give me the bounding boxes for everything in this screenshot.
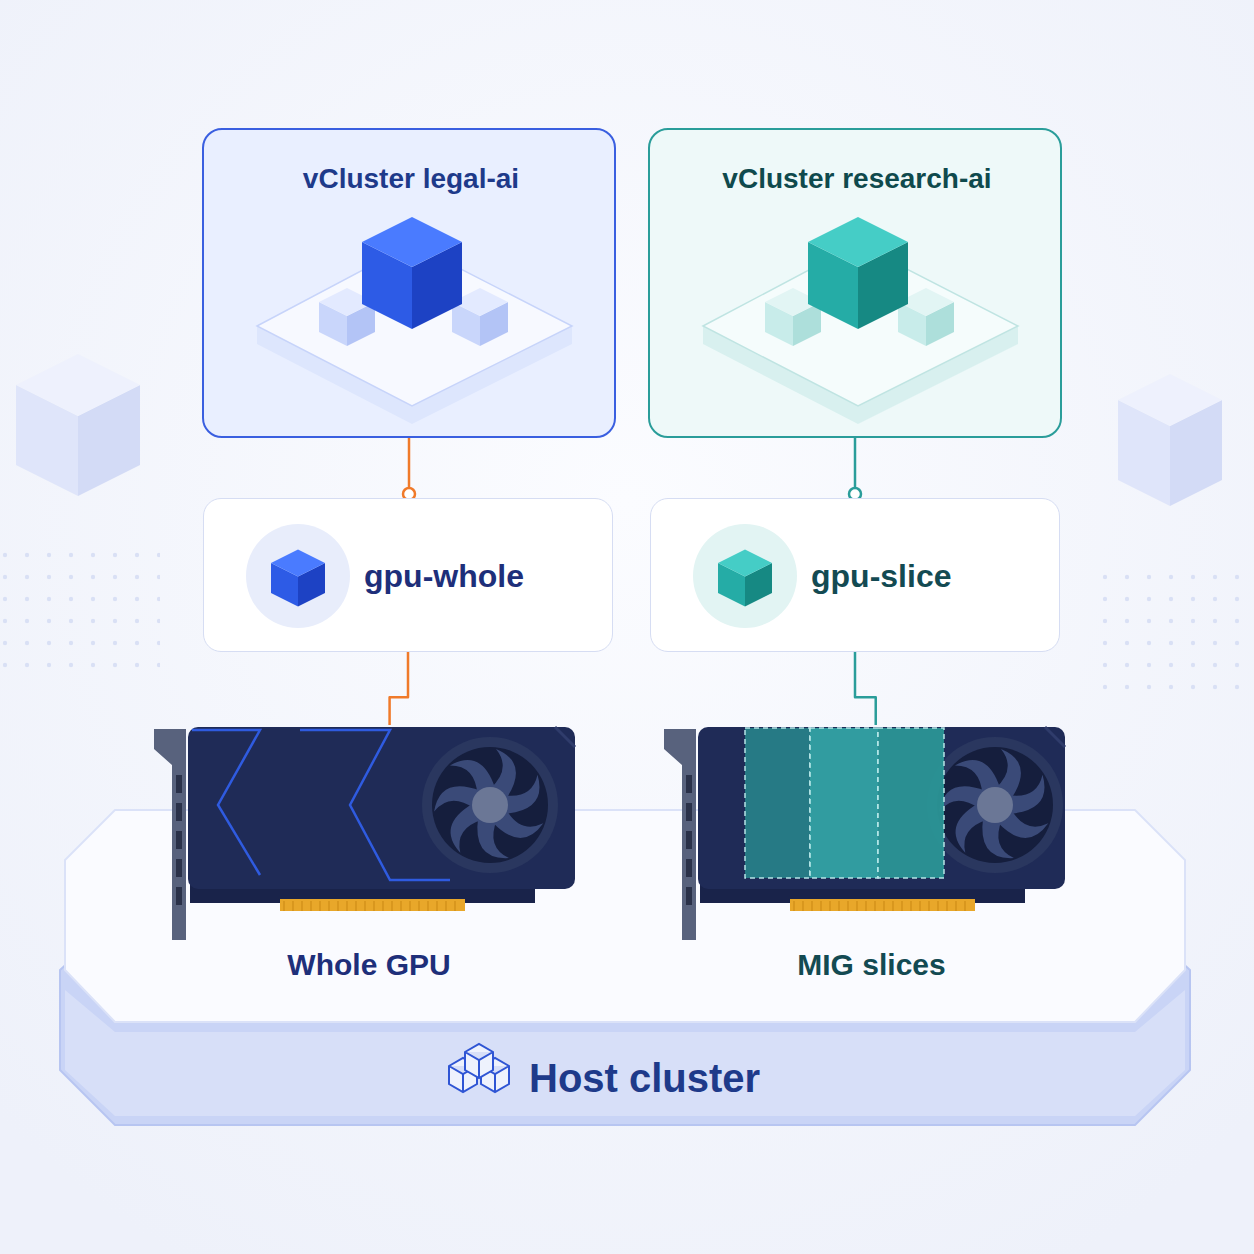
- node-label: Host cluster: [529, 1054, 957, 1102]
- cube-face: [718, 550, 772, 577]
- cube-face: [271, 550, 325, 577]
- icon-disc: [246, 524, 350, 628]
- gold-fingers: [790, 899, 975, 911]
- gpu-card: Whole GPU: [150, 725, 588, 990]
- node-label: vCluster research-ai: [650, 162, 1064, 196]
- connector: [390, 652, 408, 725]
- text-slot: vCluster legal-ai: [204, 162, 618, 196]
- decor-cube: [16, 354, 140, 496]
- gpu-shroud: [698, 727, 1065, 889]
- text-slot: gpu-slice: [811, 499, 1051, 653]
- icon-disc: [693, 524, 797, 628]
- cube-face: [1118, 374, 1222, 426]
- mig-slice: [745, 728, 810, 878]
- gpu-fan: [422, 737, 558, 873]
- gpu-bracket: [664, 729, 696, 940]
- host-platform: Host cluster Whole GPU MIG slices: [55, 800, 1195, 1130]
- gold-fingers: [280, 899, 465, 911]
- connector-group: [855, 652, 876, 725]
- gpu-shroud: [188, 727, 575, 889]
- text-slot: Whole GPU: [150, 947, 588, 983]
- connector: [855, 652, 876, 725]
- shroud-accent: [192, 730, 450, 880]
- connector-group: [390, 652, 408, 725]
- vcluster-box: vCluster legal-ai: [202, 128, 616, 438]
- text-slot: vCluster research-ai: [650, 162, 1064, 196]
- node-label: vCluster legal-ai: [204, 162, 618, 196]
- text-slot: gpu-whole: [364, 499, 604, 653]
- node-label: MIG slices: [660, 947, 1083, 983]
- gpu-card: MIG slices: [660, 725, 1083, 990]
- connector-group: [403, 438, 415, 500]
- cube-face: [808, 217, 908, 267]
- node-label: gpu-slice: [811, 557, 1051, 595]
- decor-cube: [1118, 374, 1222, 506]
- resource-class-box: gpu-slice: [650, 498, 1060, 652]
- icon-cube: [271, 550, 325, 607]
- node-label: Whole GPU: [150, 947, 588, 983]
- cube-face: [362, 217, 462, 267]
- connector-group: [849, 438, 861, 500]
- vcluster-box: vCluster research-ai: [648, 128, 1062, 438]
- main-cube: [808, 217, 908, 329]
- cluster-icon: [449, 1044, 509, 1092]
- main-cube: [362, 217, 462, 329]
- resource-class-box: gpu-whole: [203, 498, 613, 652]
- text-slot: Host cluster: [529, 1054, 957, 1102]
- text-slot: MIG slices: [660, 947, 1083, 983]
- mig-slice: [878, 728, 944, 878]
- icon-cube: [718, 550, 772, 607]
- dot-texture: [1090, 560, 1254, 690]
- gpu-bracket: [154, 729, 186, 940]
- mig-slice: [810, 728, 878, 878]
- gpu-fan: [927, 737, 1063, 873]
- node-label: gpu-whole: [364, 557, 604, 595]
- dot-texture: [0, 540, 160, 670]
- cube-face: [16, 354, 140, 416]
